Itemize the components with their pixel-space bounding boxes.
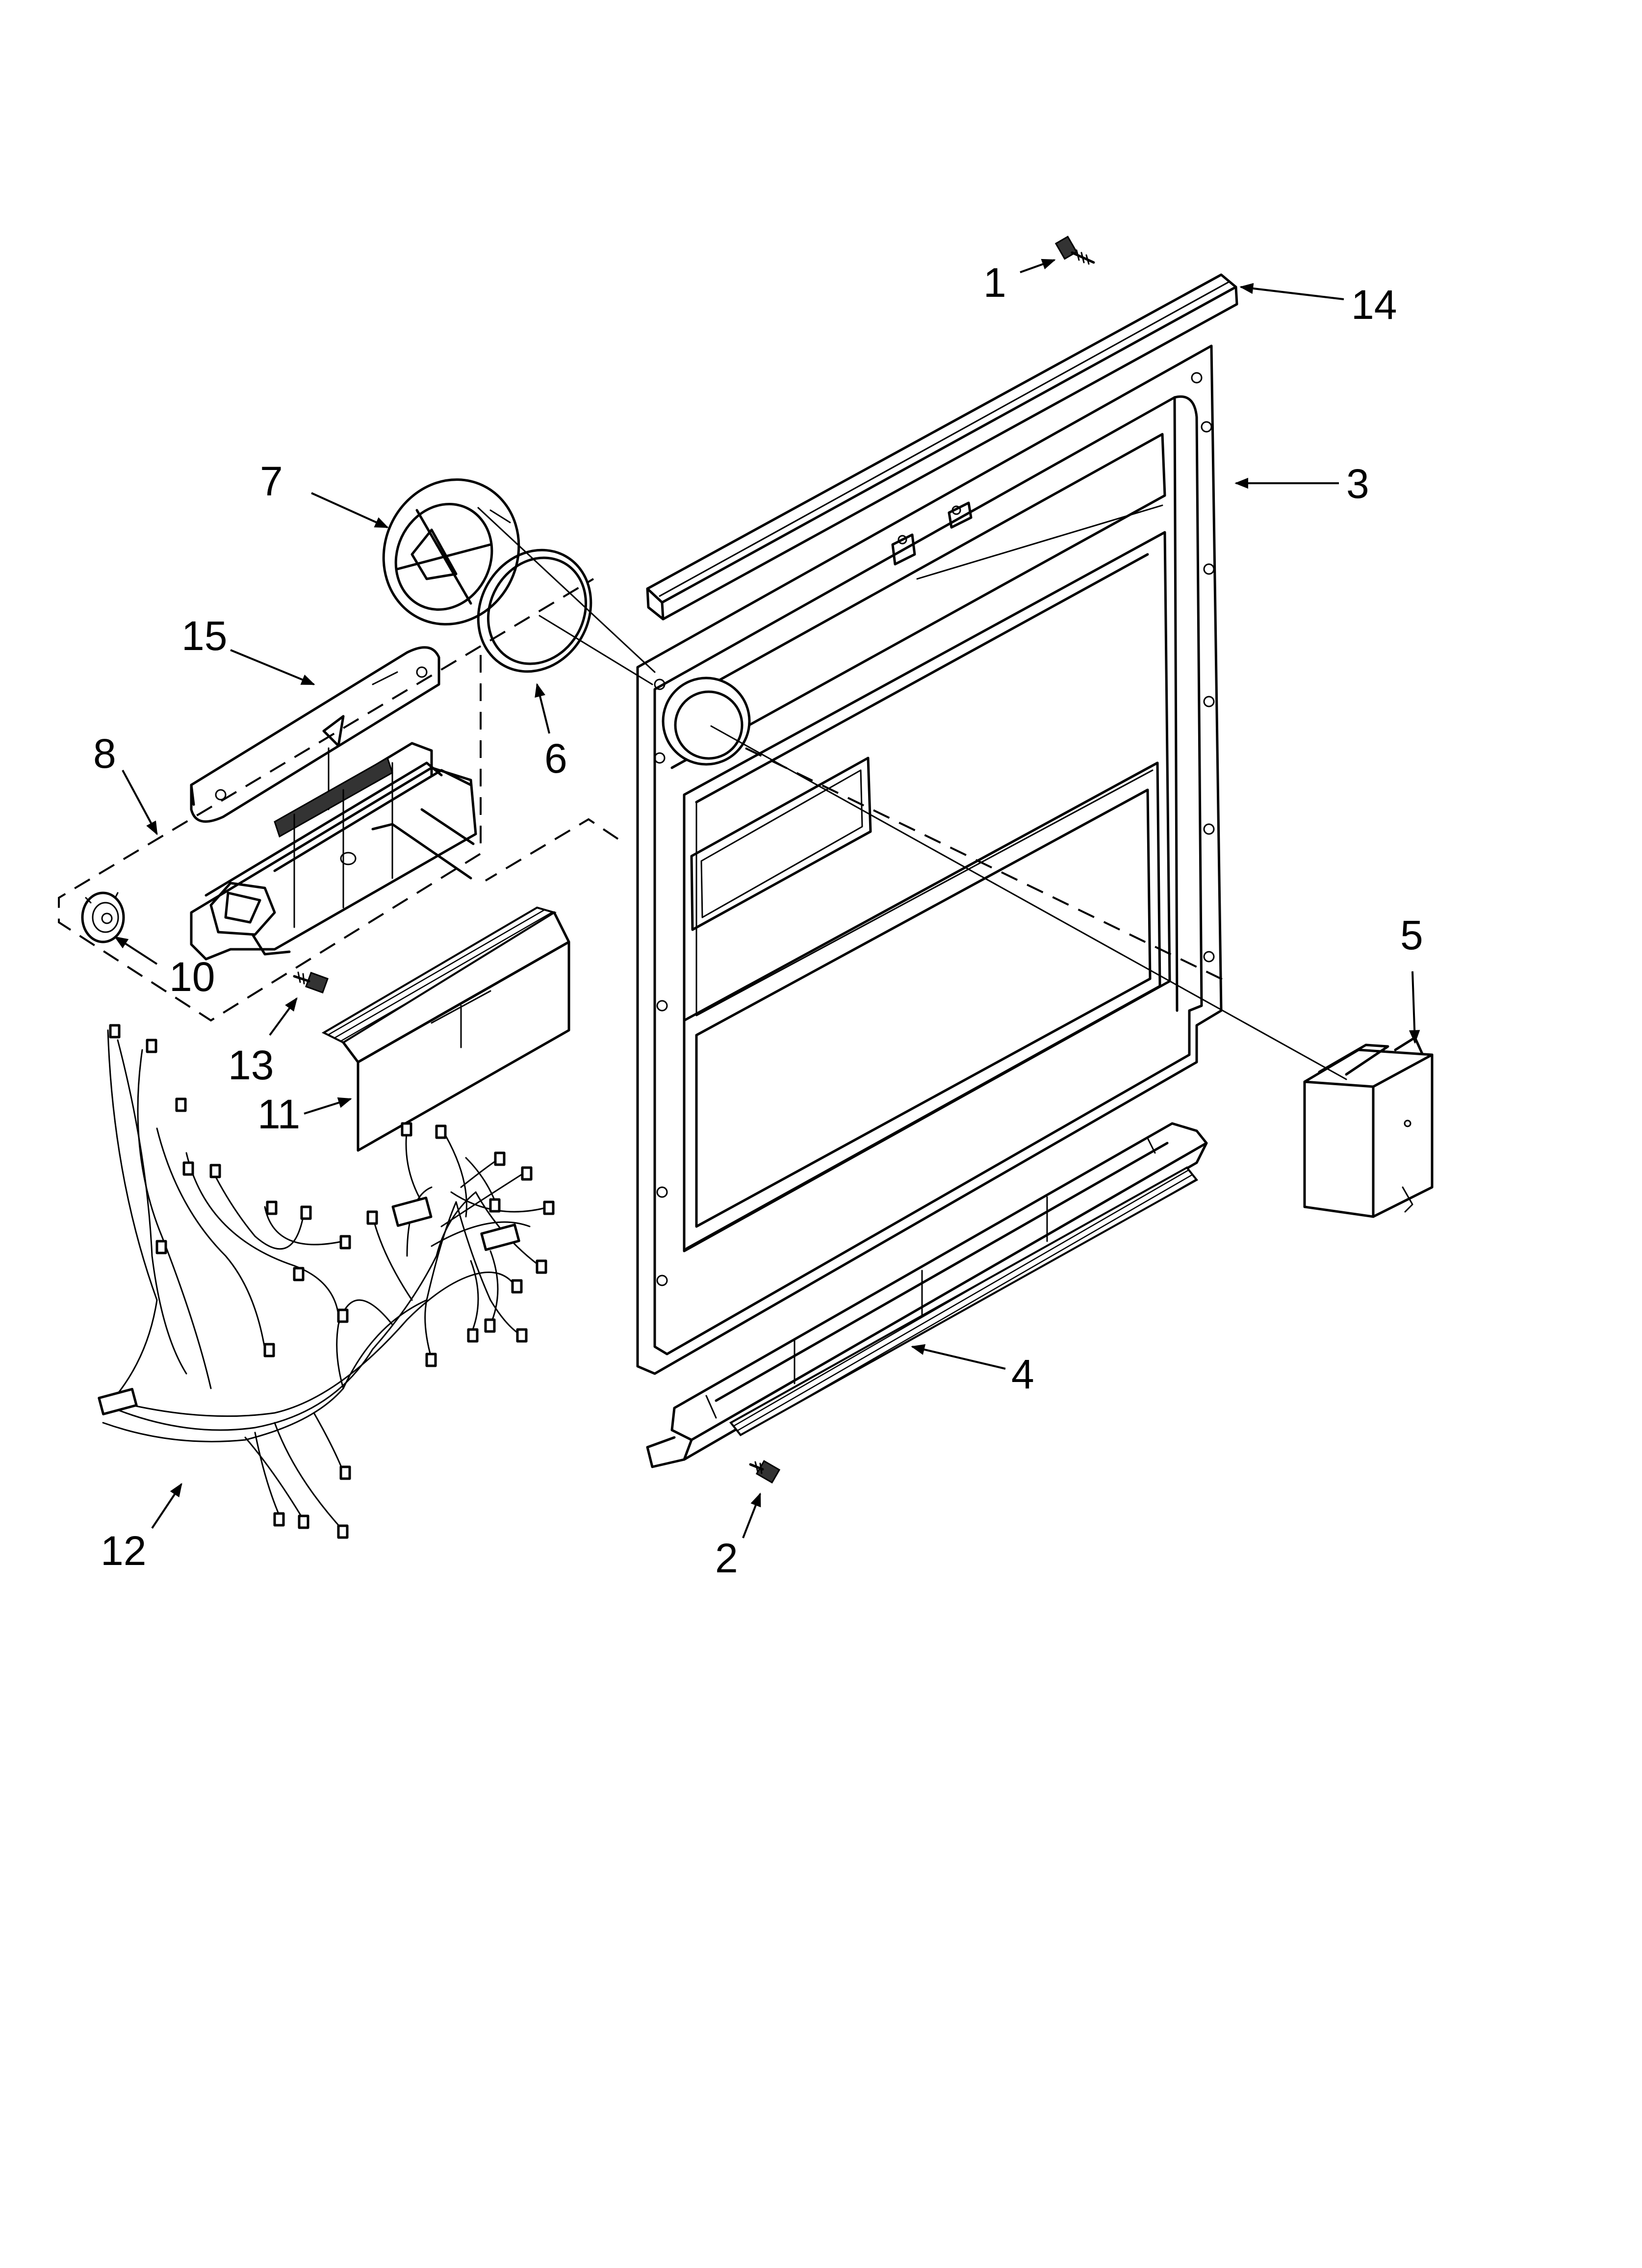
part-12-wire-harness (98, 1024, 555, 1539)
leader-arrows (114, 259, 1420, 1538)
leader-5 (1409, 971, 1420, 1044)
part-10-knob (81, 891, 125, 943)
part-2-screw (749, 1460, 781, 1484)
part-15-cover (190, 646, 440, 823)
leader-15 (230, 649, 315, 685)
leader-1 (1020, 259, 1056, 273)
callout-1: 1 (983, 260, 1006, 306)
leader-11 (304, 1097, 352, 1115)
part-14-top-trim (646, 273, 1238, 621)
callout-12: 12 (101, 1528, 146, 1574)
callout-14: 14 (1351, 282, 1397, 328)
callout-2: 2 (715, 1535, 738, 1581)
callout-6: 6 (544, 735, 567, 782)
callout-3: 3 (1346, 461, 1369, 507)
part-11-insulation (321, 906, 570, 1152)
leader-7 (311, 492, 389, 528)
part-5-bracket (1303, 1036, 1434, 1218)
callout-8: 8 (93, 730, 116, 777)
callout-15: 15 (181, 613, 227, 659)
leader-12 (151, 1483, 182, 1529)
part-6-gasket (477, 548, 592, 673)
part-13-screw (293, 971, 329, 994)
leader-8 (122, 770, 158, 835)
part-1-screw (1054, 235, 1095, 265)
door-screw-holes (654, 372, 1215, 1286)
callout-7: 7 (260, 458, 283, 504)
part-8-control-module (190, 742, 477, 961)
part-3-inner-door (636, 344, 1223, 1375)
callout-4: 4 (1011, 1351, 1034, 1397)
callout-5: 5 (1400, 912, 1423, 958)
harness-connectors (98, 1024, 555, 1539)
callout-labels: 1 2 3 4 5 6 7 8 10 11 12 13 14 15 (93, 260, 1423, 1581)
part-7-vent-cap (382, 478, 520, 626)
callout-11: 11 (257, 1091, 300, 1137)
leader-10 (114, 936, 158, 965)
leader-6 (535, 683, 550, 734)
leader-4 (911, 1344, 1006, 1370)
callout-10: 10 (169, 954, 215, 1000)
part-4-bottom-trim (646, 1122, 1208, 1468)
callout-13: 13 (228, 1042, 274, 1088)
leader-2 (742, 1492, 761, 1538)
alignment-lines (477, 507, 1347, 1080)
part-8-dashed-outline (58, 578, 1227, 1022)
leader-13 (269, 997, 298, 1036)
leader-14 (1239, 283, 1344, 300)
